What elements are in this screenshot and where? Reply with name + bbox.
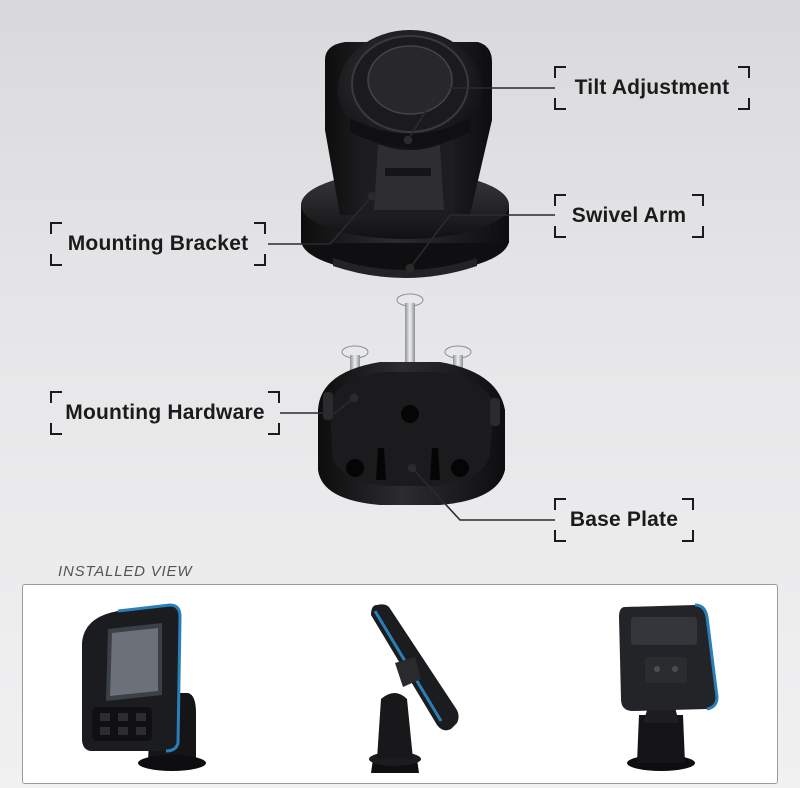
callout-swivel-arm: Swivel Arm [554,194,704,238]
leader-base-plate [411,467,555,521]
leader-tilt-adjustment [407,87,555,141]
callout-label: Mounting Bracket [67,232,249,255]
callout-base-plate: Base Plate [554,498,694,542]
callout-label: Swivel Arm [571,204,687,227]
callout-label: Mounting Hardware [65,401,265,424]
installed-view-heading: INSTALLED VIEW [58,563,193,580]
mount-illustration [268,30,555,521]
installed-side-view [369,604,459,773]
installed-view-illustrations [82,603,719,773]
installed-view-panel [22,584,778,784]
installed-rear-view [619,603,719,771]
exploded-view: Tilt Adjustment Swivel Arm Mounting Brac… [50,30,750,542]
leader-swivel-arm [409,214,555,269]
callout-mounting-bracket: Mounting Bracket [50,222,266,266]
callout-mounting-hardware: Mounting Hardware [50,391,280,435]
tilt-knob [338,30,482,150]
installed-front-view [82,603,206,771]
leader-mounting-bracket [268,195,373,245]
callout-label: Tilt Adjustment [574,76,730,99]
base-plate [318,362,505,505]
leader-lines [268,87,555,521]
leader-mounting-hardware [280,397,355,414]
callout-label: Base Plate [569,508,679,531]
callout-tilt-adjustment: Tilt Adjustment [554,66,750,110]
